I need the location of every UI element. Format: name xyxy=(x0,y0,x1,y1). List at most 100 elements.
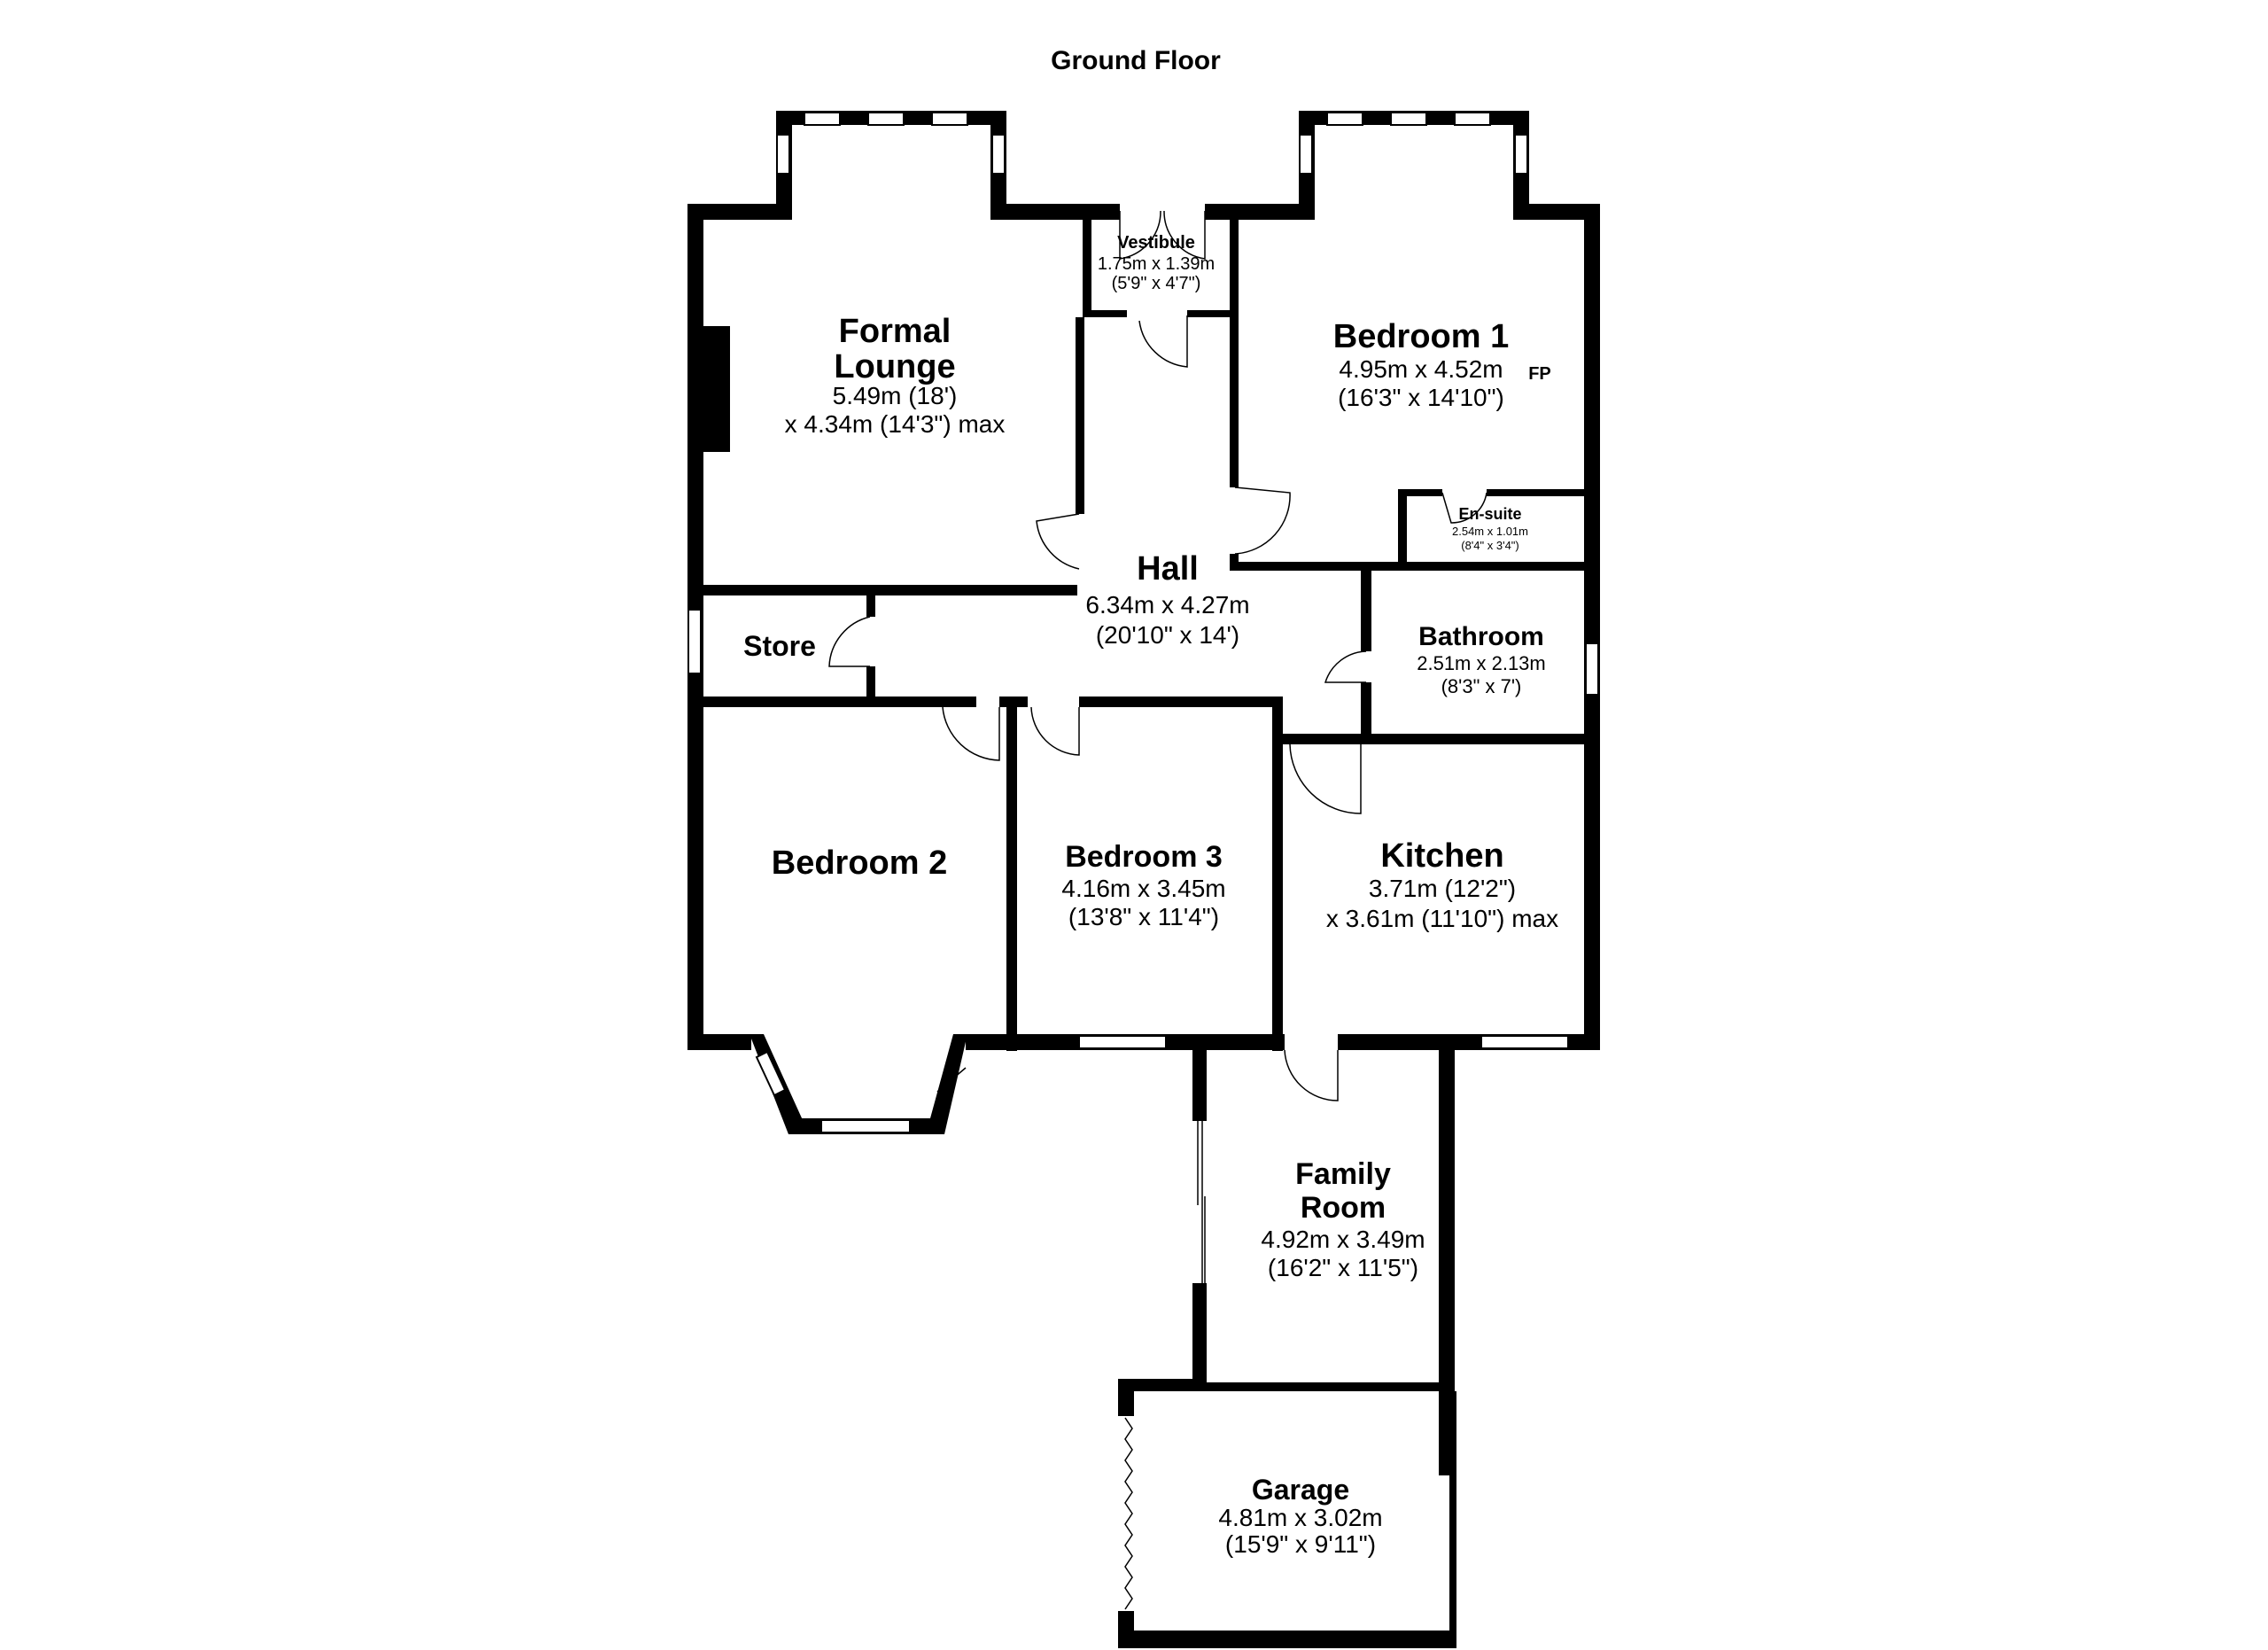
front-door xyxy=(1163,210,1206,260)
wall-store-right-upper xyxy=(866,592,875,617)
doors xyxy=(828,210,1487,1101)
chimney-breast xyxy=(703,326,730,452)
bedroom-1-dim: (16'3" x 14'10") xyxy=(1338,384,1504,411)
wall-bed1-bottom xyxy=(1230,562,1600,571)
bedroom-3-name: Bedroom 3 xyxy=(1065,840,1223,874)
kitchen-dim: 3.71m (12'2") xyxy=(1369,875,1516,902)
garage-name: Garage xyxy=(1252,1474,1349,1506)
bedroom-3-door xyxy=(1030,706,1080,756)
wall-right-outer xyxy=(1584,204,1600,1050)
wall-garage-left-upper xyxy=(1118,1379,1134,1416)
hall-dim: 6.34m x 4.27m xyxy=(1085,591,1249,619)
window xyxy=(1585,642,1599,696)
front-door xyxy=(1119,210,1161,260)
window xyxy=(776,134,790,175)
family-room-name: Room xyxy=(1301,1191,1386,1225)
wall-garage-bottom xyxy=(1118,1631,1455,1648)
window xyxy=(931,112,968,126)
window xyxy=(1299,134,1313,175)
window xyxy=(1078,1035,1167,1049)
window xyxy=(755,1050,787,1097)
window xyxy=(687,609,702,674)
hall-dim: (20'10" x 14') xyxy=(1096,621,1239,649)
vestibule-dim: 1.75m x 1.39m xyxy=(1098,254,1215,274)
vestibule-name: Vestibule xyxy=(1117,233,1195,253)
wall-family-left-lower xyxy=(1192,1283,1207,1388)
wall-vestibule-bottom-right xyxy=(1187,310,1239,317)
wall-bed1-left xyxy=(1230,310,1239,487)
garage-dim: 4.81m x 3.02m xyxy=(1218,1504,1382,1531)
vestibule-door xyxy=(1138,315,1188,368)
window xyxy=(1390,112,1427,126)
wall-lounge-top-left xyxy=(687,204,792,220)
wall-store-bottom xyxy=(687,697,976,707)
garage-dim: (15'9" x 9'11") xyxy=(1225,1530,1376,1558)
wall-bed2-bottom-left xyxy=(687,1034,751,1050)
wall-bed1-top-right xyxy=(1513,204,1600,220)
window xyxy=(991,134,1006,175)
window xyxy=(820,1119,911,1133)
bathroom-dim: 2.51m x 2.13m xyxy=(1417,652,1546,674)
window xyxy=(804,112,841,126)
family-room-dim: (16'2" x 11'5") xyxy=(1268,1254,1418,1281)
wall-bed3-top xyxy=(1079,697,1279,707)
wall-ensuite-top-left xyxy=(1398,489,1442,496)
ensuite-door xyxy=(1441,492,1487,524)
formal-lounge-dim: 5.49m (18') xyxy=(833,382,958,409)
garage-door xyxy=(1124,1417,1133,1610)
bedroom-2-bay-door xyxy=(936,1038,967,1093)
bedroom-1-dim: 4.95m x 4.52m xyxy=(1339,355,1503,383)
bedroom-1-door xyxy=(1234,486,1291,555)
wall-garage-right-inner xyxy=(1449,1391,1456,1648)
wall-lounge-bottom xyxy=(687,585,1077,595)
window xyxy=(867,112,905,126)
wall-bed3-top-left xyxy=(1006,697,1024,707)
wall-bath-bottom xyxy=(1361,734,1600,744)
kitchen-dim: x 3.61m (11'10") max xyxy=(1326,905,1558,932)
bedroom-3-dim: 4.16m x 3.45m xyxy=(1061,875,1225,902)
ensuite-dim: 2.54m x 1.01m xyxy=(1452,525,1528,538)
bathroom-door xyxy=(1324,650,1367,683)
formal-lounge-name: Lounge xyxy=(834,348,955,385)
fireplace-label: FP xyxy=(1528,364,1551,384)
bedroom-2-door xyxy=(942,706,1000,761)
wall-family-right xyxy=(1439,1041,1455,1475)
floor-title: Ground Floor xyxy=(1051,46,1221,75)
store-name: Store xyxy=(743,630,816,662)
vestibule-dim: (5'9" x 4'7") xyxy=(1112,274,1201,293)
formal-lounge-name: Formal xyxy=(839,313,951,350)
kitchen-door xyxy=(1289,743,1362,814)
wall-lounge-right xyxy=(1076,317,1084,514)
wall-vestibule-left xyxy=(1083,204,1091,315)
family-room-dim: 4.92m x 3.49m xyxy=(1261,1226,1425,1253)
ensuite-name: En-suite xyxy=(1458,505,1521,523)
windows xyxy=(687,112,1599,1610)
wall-store-right-lower xyxy=(866,666,875,702)
bedroom-1-name: Bedroom 1 xyxy=(1333,318,1509,355)
wall-kitchen-bottom-left xyxy=(1272,1034,1285,1050)
formal-lounge-dim: x 4.34m (14'3") max xyxy=(785,410,1006,438)
wall-bed2-bed3-divider xyxy=(1006,697,1017,1051)
family-room-door xyxy=(1284,1049,1339,1101)
wall-bath-left-lower xyxy=(1361,682,1371,737)
window xyxy=(1326,112,1363,126)
bedroom-2-name: Bedroom 2 xyxy=(772,844,947,882)
lounge-door xyxy=(1036,513,1080,570)
wall-bed1-top-left xyxy=(1205,204,1315,220)
bathroom-dim: (8'3" x 7') xyxy=(1441,675,1522,697)
wall-bath-left-upper xyxy=(1361,567,1371,651)
wall-ensuite-top-right xyxy=(1487,489,1600,496)
family-room-name: Family xyxy=(1295,1157,1391,1191)
wall-ensuite-left xyxy=(1398,489,1407,569)
window xyxy=(1480,1035,1569,1049)
wall-vestibule-right xyxy=(1230,204,1239,315)
bathroom-name: Bathroom xyxy=(1418,622,1544,651)
window xyxy=(1454,112,1491,126)
wall-family-left-upper xyxy=(1192,1041,1207,1121)
store-door xyxy=(828,616,871,667)
wall-garage-top xyxy=(1118,1379,1205,1391)
wall-family-bottom xyxy=(1192,1382,1455,1391)
ensuite-dim: (8'4" x 3'4") xyxy=(1461,539,1519,552)
wall-bed2-bay-right xyxy=(930,1034,967,1134)
